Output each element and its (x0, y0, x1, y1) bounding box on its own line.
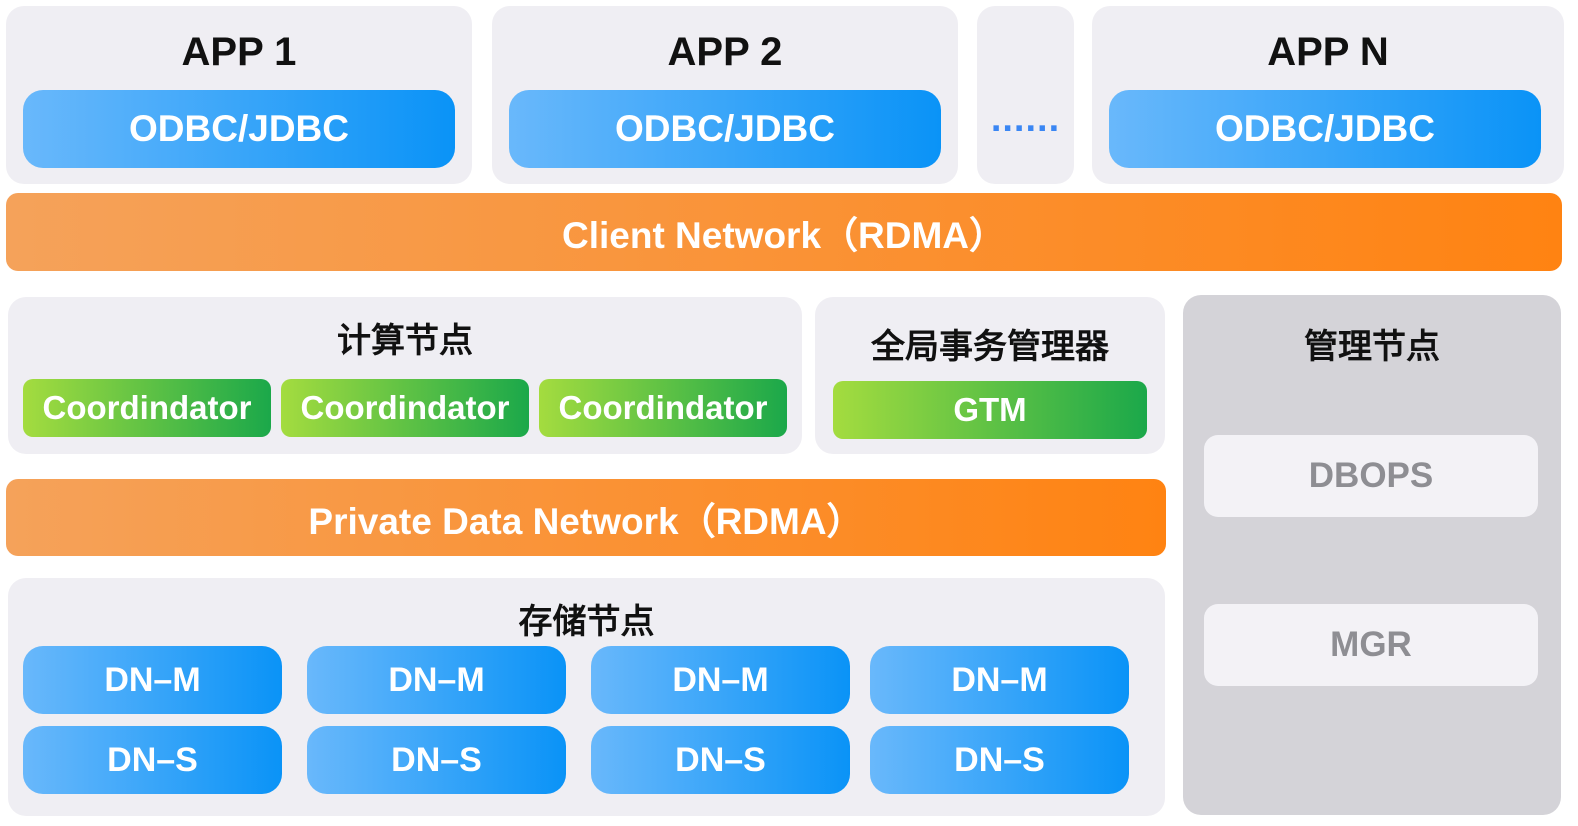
management-node-panel: 管理节点 DBOPS MGR (1183, 295, 1561, 815)
dn-master-node: DN–M (870, 646, 1129, 714)
app-ellipsis-panel: ...... (977, 6, 1074, 184)
management-node-title: 管理节点 (1304, 328, 1440, 366)
mgr-box: MGR (1204, 604, 1538, 686)
compute-node-panel: 计算节点 Coordindator Coordindator Coordinda… (8, 297, 802, 454)
app-panel-1: APP 1 ODBC/JDBC (6, 6, 472, 184)
private-network-bar: Private Data Network（RDMA） (6, 479, 1166, 556)
app-panel-2: APP 2 ODBC/JDBC (492, 6, 958, 184)
driver-box: ODBC/JDBC (23, 90, 455, 168)
dn-slave-node: DN–S (23, 726, 282, 794)
driver-box: ODBC/JDBC (509, 90, 941, 168)
client-network-bar: Client Network（RDMA） (6, 193, 1562, 271)
driver-box: ODBC/JDBC (1109, 90, 1541, 168)
dn-slave-node: DN–S (307, 726, 566, 794)
dn-master-node: DN–M (23, 646, 282, 714)
dn-slave-node: DN–S (870, 726, 1129, 794)
app-title: APP 1 (181, 30, 297, 74)
gtm-panel: 全局事务管理器 GTM (815, 297, 1165, 454)
app-panel-n: APP N ODBC/JDBC (1092, 6, 1564, 184)
ellipsis-dots: ...... (990, 98, 1061, 140)
dn-master-node: DN–M (307, 646, 566, 714)
app-title: APP 2 (667, 30, 783, 74)
compute-node-title: 计算节点 (337, 322, 473, 360)
storage-node-title: 存储节点 (518, 603, 655, 641)
coordinator-node: Coordindator (23, 379, 271, 437)
app-title: APP N (1267, 30, 1389, 74)
coordinator-node: Coordindator (281, 379, 529, 437)
gtm-box: GTM (833, 381, 1147, 439)
dn-slave-node: DN–S (591, 726, 850, 794)
coordinator-node: Coordindator (539, 379, 787, 437)
dbops-box: DBOPS (1204, 435, 1538, 517)
gtm-title: 全局事务管理器 (871, 328, 1109, 366)
storage-node-panel: 存储节点 DN–M DN–M DN–M DN–M DN–S DN–S DN–S … (8, 578, 1165, 816)
dn-master-node: DN–M (591, 646, 850, 714)
